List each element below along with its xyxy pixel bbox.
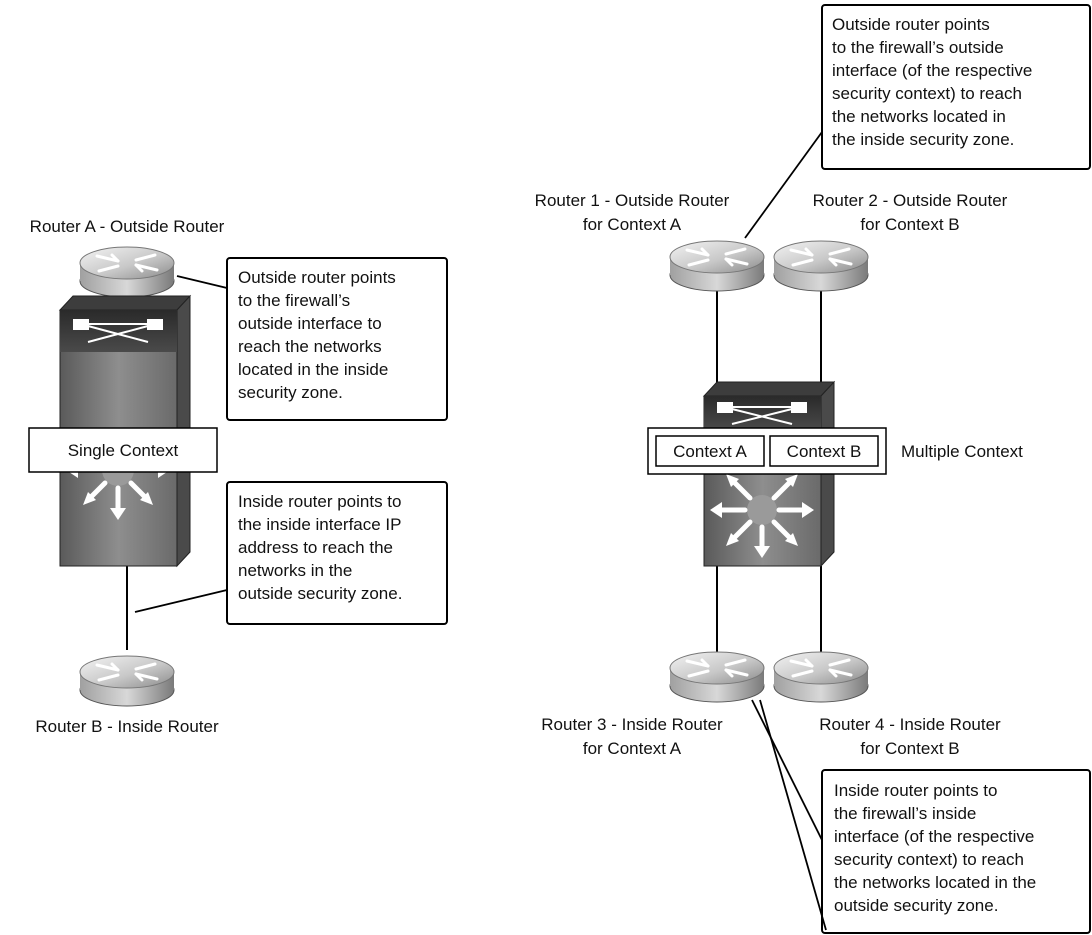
callout-line: interface (of the respective (832, 61, 1032, 80)
single-context-label: Single Context (68, 441, 179, 460)
callout-line: the inside security zone. (832, 130, 1014, 149)
callout-line: the firewall’s inside (834, 804, 976, 823)
callout-line: outside interface to (238, 314, 382, 333)
left-single-context-diagram: Router A - Outside Router (28, 217, 448, 736)
callout-line: reach the networks (238, 337, 382, 356)
callout-outside-router-context: Outside router points to the firewall’s … (744, 4, 1091, 239)
callout-line: to the firewall’s outside (832, 38, 1004, 57)
router-1-label-line1: Router 1 - Outside Router (535, 191, 730, 210)
callout-inside-router-context: Inside router points to the firewall’s i… (751, 699, 1091, 934)
router-4-label-line1: Router 4 - Inside Router (819, 715, 1001, 734)
router-3-label-line2: for Context A (583, 739, 682, 758)
callout-line: security context) to reach (832, 84, 1022, 103)
router-2-label-line2: for Context B (860, 215, 959, 234)
context-b-label: Context B (787, 442, 862, 461)
context-a-box (655, 435, 765, 467)
callout-line: security context) to reach (834, 850, 1024, 869)
right-multiple-context-diagram: Router 1 - Outside Router for Context A … (535, 4, 1091, 934)
callout-line: Inside router points to (238, 492, 401, 511)
router-icon (669, 651, 765, 703)
callout-line: security zone. (238, 383, 343, 402)
multiple-context-label: Multiple Context (901, 442, 1023, 461)
context-b-box (769, 435, 879, 467)
callout-inside-router: Inside router points to the inside inter… (134, 481, 448, 625)
router-icon (669, 240, 765, 292)
callout-line: the networks located in the (834, 873, 1036, 892)
router-b-label: Router B - Inside Router (35, 717, 219, 736)
callout-line: interface (of the respective (834, 827, 1034, 846)
callout-line: the inside interface IP (238, 515, 401, 534)
callout-line: to the firewall’s (238, 291, 350, 310)
callout-line: the networks located in (832, 107, 1006, 126)
callout-line: Outside router points (238, 268, 396, 287)
callout-line: networks in the (238, 561, 352, 580)
callout-line: outside security zone. (834, 896, 998, 915)
context-a-label: Context A (673, 442, 747, 461)
router-icon (773, 651, 869, 703)
callout-line: Inside router points to (834, 781, 997, 800)
router-a-label: Router A - Outside Router (30, 217, 225, 236)
callout-line: address to reach the (238, 538, 393, 557)
router-4-label-line2: for Context B (860, 739, 959, 758)
callout-line: Outside router points (832, 15, 990, 34)
router-2-label-line1: Router 2 - Outside Router (813, 191, 1008, 210)
router-icon (79, 246, 175, 298)
callout-line: located in the inside (238, 360, 388, 379)
callout-outside-router: Outside router points to the firewall’s … (176, 257, 448, 421)
firewall-switch-icon (702, 380, 836, 568)
router-3-label-line1: Router 3 - Inside Router (541, 715, 723, 734)
router-1-label-line2: for Context A (583, 215, 682, 234)
single-context-box (28, 427, 218, 473)
router-icon (773, 240, 869, 292)
callout-line: outside security zone. (238, 584, 402, 603)
router-icon (79, 655, 175, 707)
